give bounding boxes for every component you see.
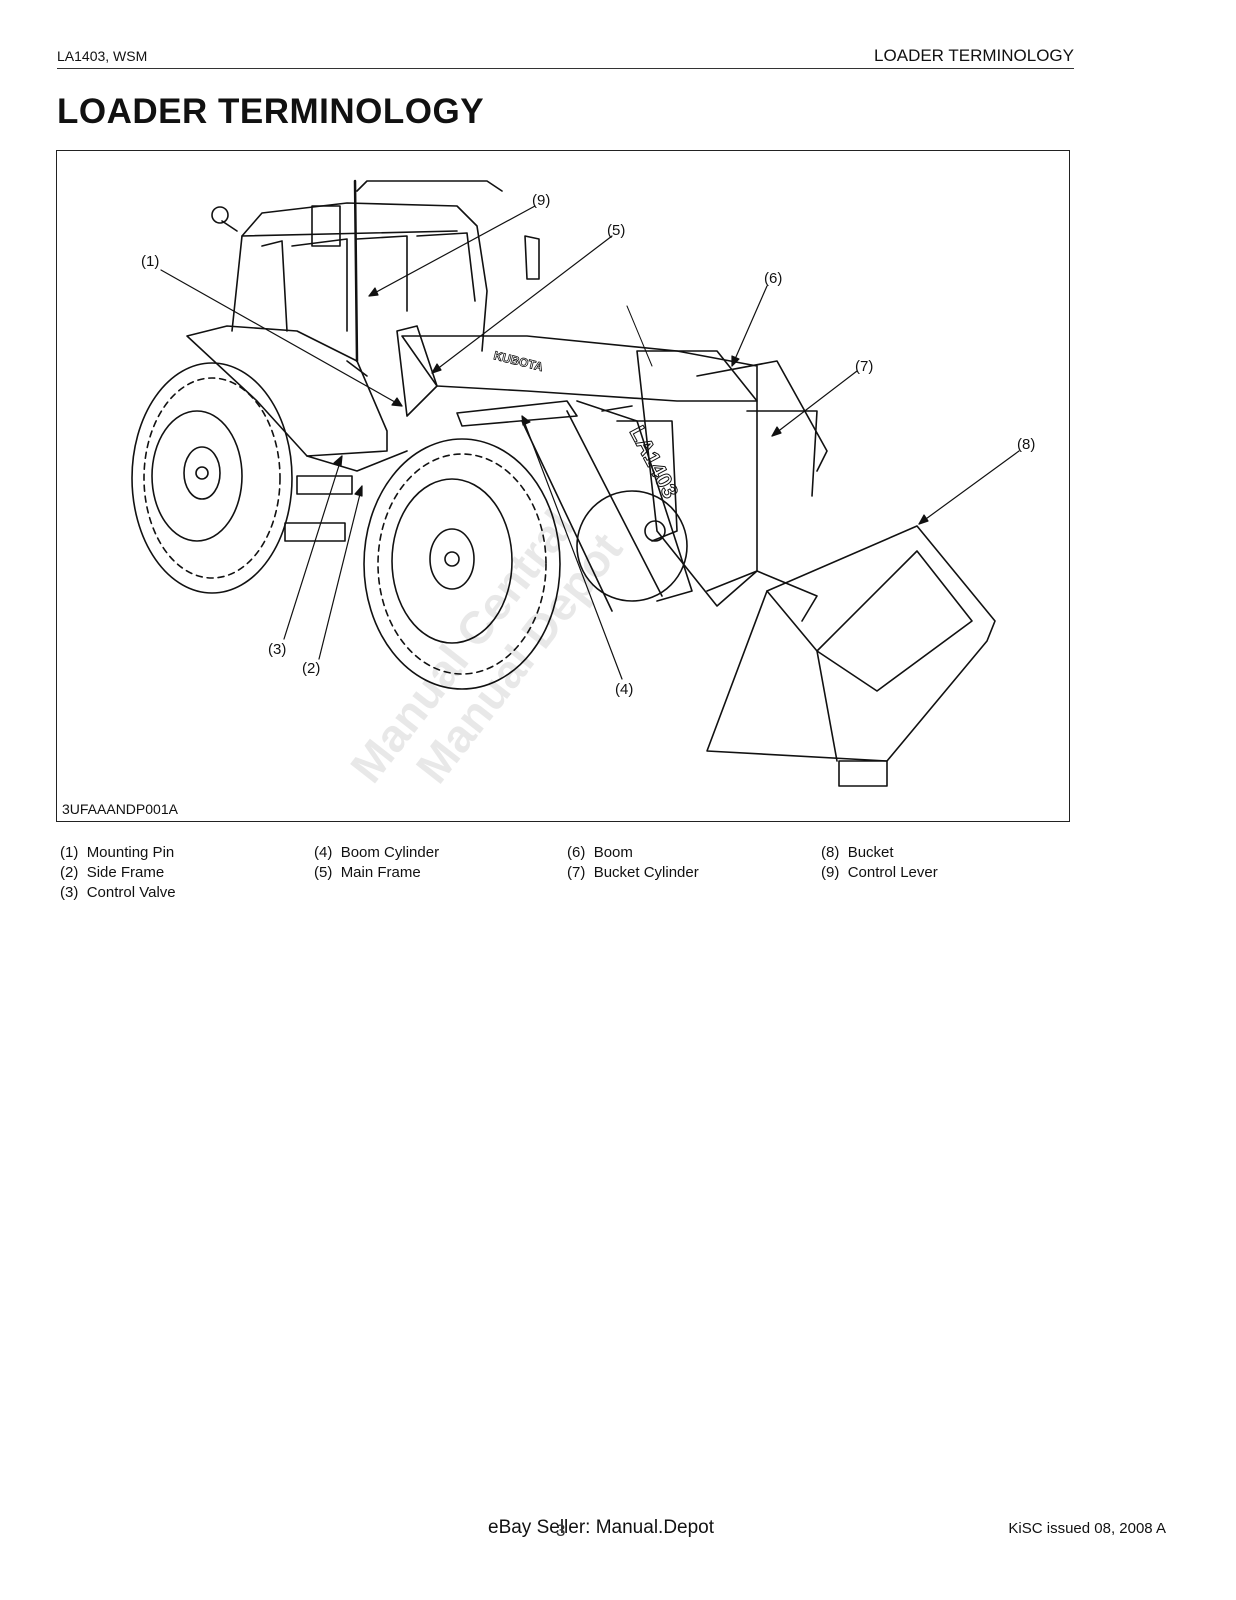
legend-item: (6) Boom xyxy=(567,843,699,863)
figure-code: 3UFAAANDP001A xyxy=(62,801,178,817)
legend-number: (9) xyxy=(821,864,840,881)
callout-6: (6) xyxy=(764,270,783,287)
loader-illustration: KUBOTA LA1403 (1) (2) (3) (4) (5) (6) xyxy=(56,150,1070,822)
callout-3: (3) xyxy=(268,641,287,658)
header-divider xyxy=(57,68,1074,69)
header-left-text: LA1403, WSM xyxy=(57,48,148,64)
callout-9: (9) xyxy=(532,192,551,209)
legend-item: (3) Control Valve xyxy=(60,883,176,903)
legend-label: Boom xyxy=(593,844,633,861)
legend-item: (9) Control Lever xyxy=(821,863,938,883)
legend-number: (5) xyxy=(314,864,333,881)
rear-wheel-drawing xyxy=(131,362,293,594)
legend-number: (8) xyxy=(821,844,840,861)
callout-8: (8) xyxy=(1017,436,1036,453)
legend-number: (2) xyxy=(60,864,79,881)
legend-label: Boom Cylinder xyxy=(340,844,440,861)
legend-item: (7) Bucket Cylinder xyxy=(567,863,699,883)
legend-number: (1) xyxy=(60,844,79,861)
loader-boom-drawing xyxy=(396,305,828,622)
tractor-loader-drawing: KUBOTA LA1403 xyxy=(131,179,1020,787)
legend-number: (6) xyxy=(567,844,586,861)
decal-brand: KUBOTA xyxy=(492,348,545,374)
header-right-text: LOADER TERMINOLOGY xyxy=(874,46,1074,65)
legend-column-3: (6) Boom (7) Bucket Cylinder xyxy=(567,843,699,883)
page-number: 3 xyxy=(556,1521,566,1540)
callout-1: (1) xyxy=(141,253,160,270)
legend-item: (4) Boom Cylinder xyxy=(314,843,439,863)
callout-5: (5) xyxy=(607,222,626,239)
callout-7: (7) xyxy=(855,358,874,375)
legend-column-1: (1) Mounting Pin (2) Side Frame (3) Cont… xyxy=(60,843,176,903)
legend-label: Side Frame xyxy=(86,864,165,881)
legend-label: Control Lever xyxy=(847,864,938,881)
callout-leaders xyxy=(160,205,1020,680)
legend-item: (1) Mounting Pin xyxy=(60,843,176,863)
legend-column-2: (4) Boom Cylinder (5) Main Frame xyxy=(314,843,439,883)
legend-label: Control Valve xyxy=(86,884,176,901)
footer-seller-text: eBay Seller: Manual.Depot xyxy=(488,1517,715,1538)
legend-column-4: (8) Bucket (9) Control Lever xyxy=(821,843,938,883)
legend-label: Bucket xyxy=(847,844,894,861)
legend-item: (5) Main Frame xyxy=(314,863,439,883)
footer-issue-text: KiSC issued 08, 2008 A xyxy=(1008,1520,1166,1537)
legend-label: Main Frame xyxy=(340,864,421,881)
legend-label: Mounting Pin xyxy=(86,844,175,861)
tractor-body-drawing xyxy=(186,325,408,542)
legend-item: (8) Bucket xyxy=(821,843,938,863)
legend-number: (4) xyxy=(314,844,333,861)
bucket-drawing xyxy=(706,525,996,787)
legend-item: (2) Side Frame xyxy=(60,863,176,883)
legend-number: (7) xyxy=(567,864,586,881)
cab-drawing xyxy=(211,179,540,377)
legend-label: Bucket Cylinder xyxy=(593,864,699,881)
callout-4: (4) xyxy=(615,681,634,698)
page-title: LOADER TERMINOLOGY xyxy=(57,92,485,131)
legend-number: (3) xyxy=(60,884,79,901)
front-wheel-drawing xyxy=(363,438,688,690)
callout-2: (2) xyxy=(302,660,321,677)
